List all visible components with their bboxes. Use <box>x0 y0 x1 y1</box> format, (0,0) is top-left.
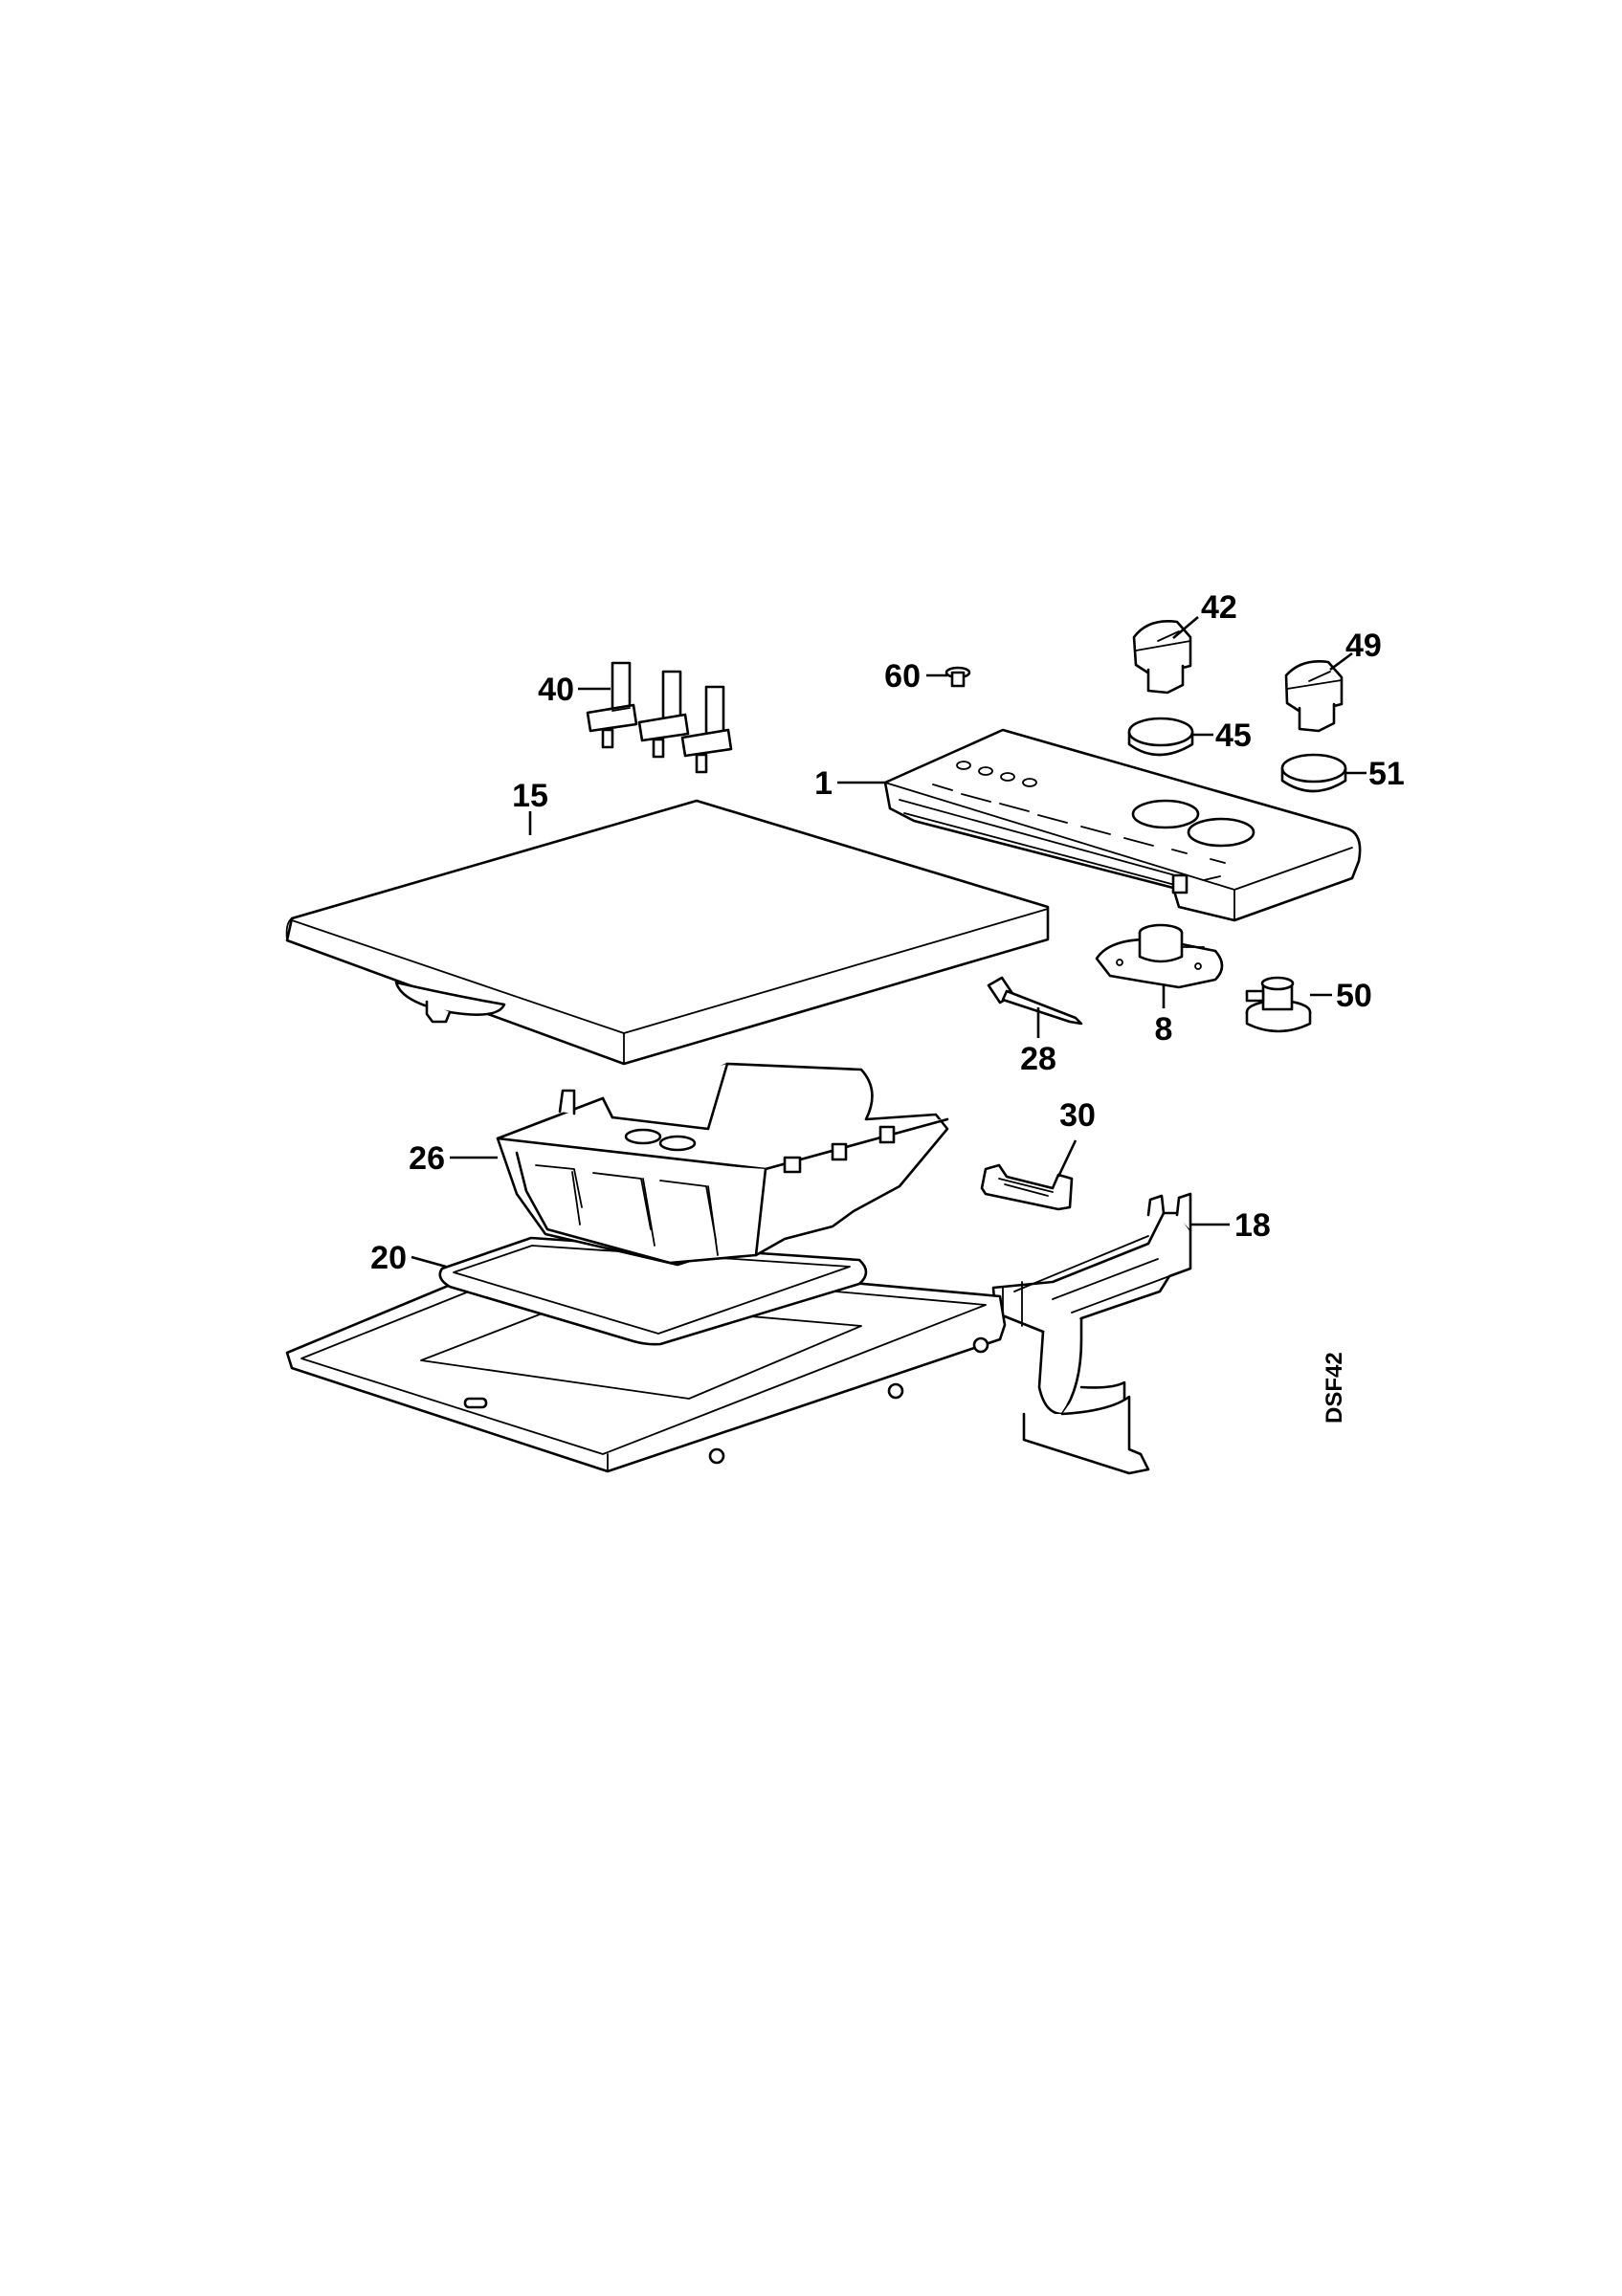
part-26-detergent-dispenser <box>496 1062 949 1267</box>
callout-40: 40 <box>538 672 574 708</box>
leader-20 <box>411 1255 447 1269</box>
part-51-knob-ring <box>1280 753 1347 793</box>
callout-45: 45 <box>1215 718 1252 754</box>
callout-60: 60 <box>884 658 921 695</box>
leader-42 <box>1172 616 1199 639</box>
part-18-rear-bracket <box>991 1192 1192 1475</box>
part-30-bracket <box>980 1163 1074 1211</box>
callout-1: 1 <box>814 765 833 802</box>
callout-30: 30 <box>1059 1097 1096 1134</box>
callout-26: 26 <box>409 1140 445 1177</box>
part-49-knob <box>1284 660 1344 733</box>
part-60-screw <box>944 666 971 688</box>
callout-49: 49 <box>1345 628 1382 664</box>
leader-30 <box>1056 1139 1078 1178</box>
part-40-switch-plungers <box>586 661 733 774</box>
part-8-selector-switch <box>1095 923 1224 989</box>
callout-51: 51 <box>1368 756 1405 792</box>
part-28-pin <box>987 976 1083 1026</box>
callout-15: 15 <box>512 778 548 814</box>
callout-18: 18 <box>1234 1207 1271 1244</box>
diagram-code: DSF42 <box>1322 1352 1347 1424</box>
leader-49 <box>1329 651 1353 672</box>
leader-lines <box>411 616 1366 1269</box>
callout-8: 8 <box>1155 1011 1173 1048</box>
part-50-switch <box>1245 976 1312 1033</box>
callout-42: 42 <box>1201 589 1237 626</box>
callout-labels: 40 60 42 49 45 51 1 15 8 50 28 30 18 26 … <box>370 589 1405 1424</box>
callout-50: 50 <box>1336 978 1372 1014</box>
part-20-gasket <box>438 1236 868 1346</box>
part-45-knob-ring <box>1127 717 1194 757</box>
callout-20: 20 <box>370 1240 407 1276</box>
part-1-control-panel <box>883 728 1362 922</box>
part-15-top-lid <box>285 799 1050 1066</box>
callout-28: 28 <box>1020 1041 1056 1077</box>
